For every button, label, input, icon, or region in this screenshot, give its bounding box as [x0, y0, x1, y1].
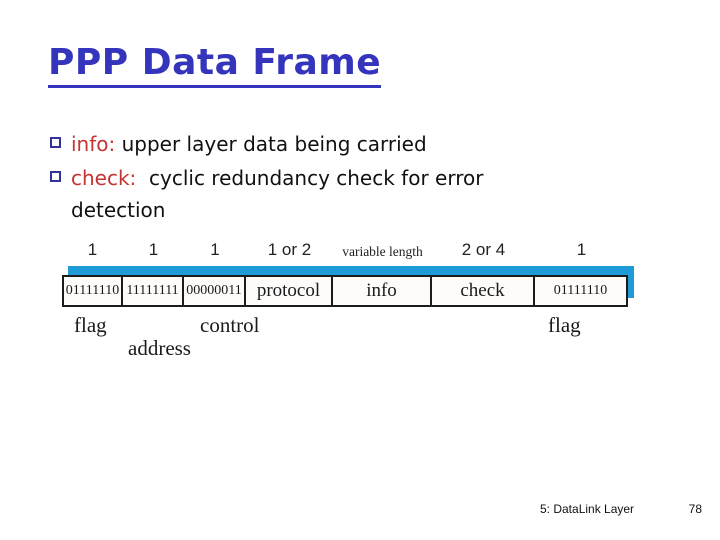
bullet-body: upper layer data being carried [115, 132, 427, 156]
field-box-check: check [432, 275, 535, 307]
size-label: 1 [148, 240, 159, 259]
field-label-address: address [128, 336, 191, 360]
ppp-frame-diagram: 1 1 1 1 or 2 variable length 2 or 4 1 01… [62, 230, 634, 367]
bullet-body: cyclic redundancy check for error detect… [71, 166, 490, 222]
field-box-control: 00000011 [184, 275, 246, 307]
field-box-address: 11111111 [123, 275, 184, 307]
page-title: PPP Data Frame [48, 42, 382, 89]
bullet-term: info: [71, 132, 116, 156]
size-label: variable length [342, 243, 423, 259]
bullet-text: check: cyclic redundancy check for error… [71, 162, 558, 226]
size-label: 2 or 4 [461, 240, 506, 259]
bullet-item-info: info: upper layer data being carried [48, 128, 558, 160]
footer-section-label: 5: DataLink Layer [540, 502, 635, 516]
bullet-list: info: upper layer data being carried che… [48, 128, 558, 228]
field-sizes-row: 1 1 1 1 or 2 variable length 2 or 4 1 [62, 230, 628, 258]
square-bullet-icon [50, 137, 61, 148]
size-label: 1 [576, 240, 587, 259]
frame-fields: 01111110 11111111 00000011 protocol info… [62, 275, 628, 307]
bullet-item-check: check: cyclic redundancy check for error… [48, 162, 558, 226]
field-label-control: control [200, 313, 260, 337]
size-label: 1 [210, 240, 220, 259]
field-box-flag-right: 01111110 [535, 275, 628, 307]
size-label: 1 [87, 240, 98, 259]
field-label-flag-right: flag [548, 313, 581, 337]
field-box-info: info [333, 275, 432, 307]
square-bullet-icon [50, 171, 61, 182]
frame-box-row: 01111110 11111111 00000011 protocol info… [62, 266, 634, 307]
bullet-term: check: [71, 166, 137, 190]
field-label-flag-left: flag [74, 313, 107, 337]
page-number: 78 [688, 502, 702, 516]
field-labels-row: flag address control flag [62, 307, 628, 367]
field-box-flag-left: 01111110 [62, 275, 123, 307]
bullet-text: info: upper layer data being carried [71, 128, 427, 160]
field-box-protocol: protocol [246, 275, 333, 307]
size-label: 1 or 2 [267, 240, 312, 259]
